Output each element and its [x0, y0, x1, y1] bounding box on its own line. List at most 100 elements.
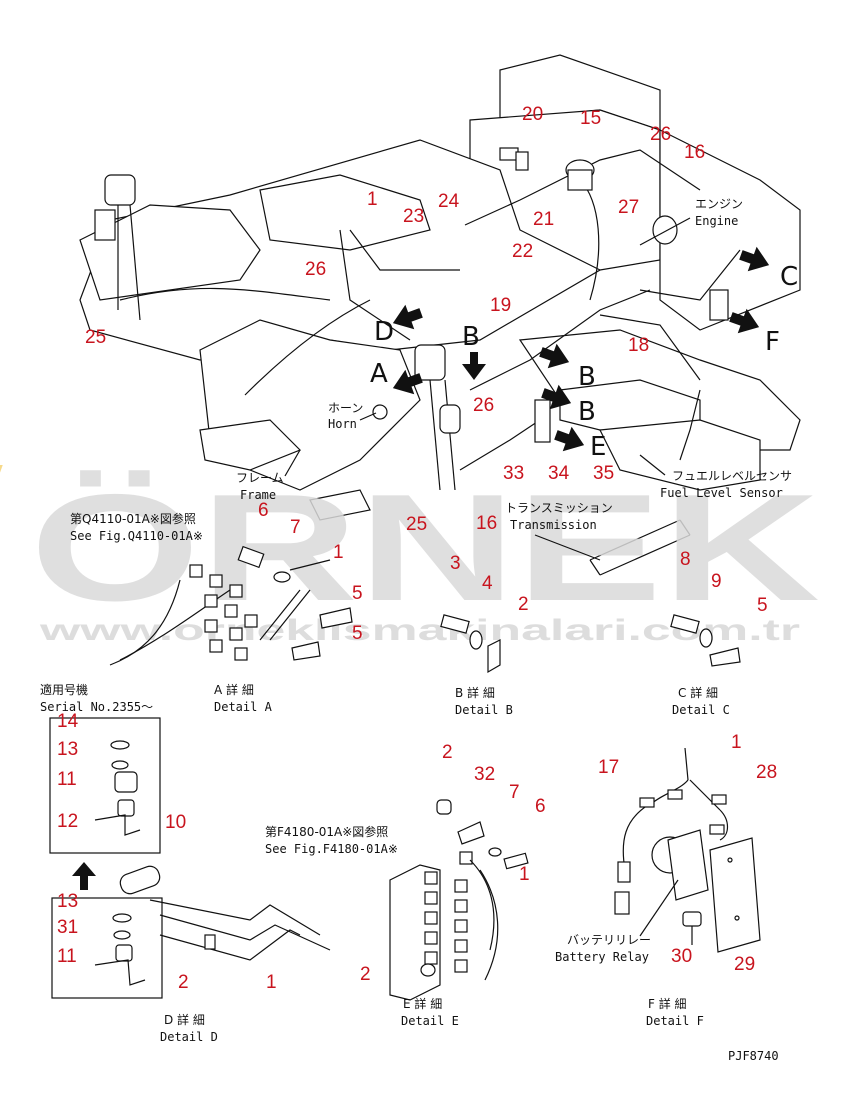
callout-20: 20 — [522, 104, 543, 125]
see-fig-q-label-en: See Fig.Q4110-01A※ — [70, 529, 203, 543]
callout-10: 10 — [165, 812, 186, 833]
callout-28: 28 — [756, 762, 777, 783]
detail-b: B 詳 細 Detail B — [440, 614, 513, 717]
watermark-accent-right — [0, 465, 3, 481]
view-letter-e: E — [590, 432, 606, 462]
detail-e-title-en: Detail E — [401, 1014, 459, 1028]
view-letters: D A B B B E C F — [370, 262, 798, 462]
callout-18: 18 — [628, 335, 649, 356]
detail-c-title-jp: C 詳 細 — [678, 685, 718, 700]
callout-11-top: 11 — [57, 769, 77, 790]
machine-body — [79, 54, 801, 576]
view-letter-b-1: B — [462, 322, 480, 352]
serial-label-en: Serial No.2355～ — [40, 700, 153, 714]
callout-27: 27 — [618, 197, 639, 218]
callout-1-e: 1 — [519, 864, 530, 885]
engine-label-jp: エンジン — [695, 197, 743, 211]
callout-25-left: 25 — [85, 327, 106, 348]
detail-b-title-jp: B 詳 細 — [455, 685, 495, 700]
callout-25-center: 25 — [406, 514, 427, 535]
callout-26-top: 26 — [650, 124, 671, 145]
battery-relay-label-jp: バッテリリレー — [567, 933, 651, 947]
detail-f-title-en: Detail F — [646, 1014, 704, 1028]
callout-21: 21 — [533, 209, 554, 230]
callout-6-a: 6 — [258, 500, 269, 521]
callout-33: 33 — [503, 463, 524, 484]
transmission-label-en: Transmission — [510, 518, 597, 532]
callout-2-b: 2 — [518, 594, 529, 615]
callout-5-a1: 5 — [352, 583, 363, 604]
callout-3: 3 — [450, 553, 461, 574]
frame-label-en: Frame — [240, 488, 276, 502]
callout-12: 12 — [57, 811, 78, 832]
transmission-label-jp: トランスミッション — [505, 501, 613, 515]
view-letter-f: F — [765, 327, 780, 357]
callout-7-a: 7 — [290, 517, 301, 538]
part-callouts: 20 15 26 16 27 21 22 1 23 24 26 19 18 25… — [57, 104, 777, 993]
fuel-sensor-label-jp: フュエルレベルセンサ — [672, 469, 792, 483]
callout-34: 34 — [548, 463, 570, 484]
callout-1-d: 1 — [266, 972, 277, 993]
callout-4: 4 — [482, 573, 493, 594]
see-fig-f-label-jp: 第F4180-01A※図参照 — [265, 824, 388, 839]
callout-5-a2: 5 — [352, 623, 363, 644]
view-letter-b-3: B — [578, 397, 596, 427]
detail-f-title-jp: F 詳 細 — [648, 996, 687, 1011]
callout-24: 24 — [438, 191, 460, 212]
serial-label-jp: 適用号機 — [40, 682, 88, 697]
callout-35: 35 — [593, 463, 614, 484]
callout-30: 30 — [671, 946, 692, 967]
callout-22: 22 — [512, 241, 533, 262]
callout-16-center: 16 — [476, 513, 497, 534]
callout-26-left: 26 — [305, 259, 326, 280]
see-fig-f-label-en: See Fig.F4180-01A※ — [265, 842, 398, 856]
callout-19: 19 — [490, 295, 511, 316]
drawing-code: PJF8740 — [728, 1049, 779, 1063]
view-letter-b-2: B — [578, 362, 596, 392]
callout-7-e: 7 — [509, 782, 520, 803]
fuel-sensor-label-en: Fuel Level Sensor — [660, 486, 783, 500]
view-letter-a: A — [370, 359, 388, 389]
detail-d-title-en: Detail D — [160, 1030, 218, 1044]
detail-c: C 詳 細 Detail C — [670, 614, 741, 717]
detail-d-title-jp: D 詳 細 — [164, 1012, 205, 1027]
detail-a: A 詳 細 Detail A — [109, 545, 353, 714]
callout-9: 9 — [711, 571, 722, 592]
callout-1-main: 1 — [367, 189, 378, 210]
detail-f: バッテリリレー Battery Relay F 詳 細 Detail F — [555, 747, 761, 1028]
detail-e: 第F4180-01A※図参照 See Fig.F4180-01A※ E 詳 細 … — [265, 799, 529, 1028]
callout-32: 32 — [474, 764, 495, 785]
horn-label-jp: ホーン — [328, 401, 363, 415]
callout-29: 29 — [734, 954, 755, 975]
detail-c-title-en: Detail C — [672, 703, 730, 717]
detail-d: 適用号機 Serial No.2355～ D 詳 細 Detail D — [40, 682, 331, 1044]
see-fig-q-label-jp: 第Q4110-01A※図参照 — [70, 511, 196, 526]
callout-1-a: 1 — [333, 542, 344, 563]
detail-a-title-en: Detail A — [214, 700, 273, 714]
view-arrows — [72, 246, 770, 890]
callout-6-e: 6 — [535, 796, 546, 817]
detail-a-title-jp: A 詳 細 — [214, 682, 254, 697]
callout-2-e-bottom: 2 — [360, 964, 371, 985]
callout-2-e-top: 2 — [442, 742, 453, 763]
callout-8: 8 — [680, 549, 691, 570]
detail-e-title-jp: E 詳 細 — [403, 996, 442, 1011]
main-view-labels: エンジン Engine ホーン Horn フレーム Frame フュエルレベルセ… — [70, 197, 792, 1063]
detail-b-title-en: Detail B — [455, 703, 513, 717]
view-letter-c: C — [780, 262, 798, 292]
battery-relay-label-en: Battery Relay — [555, 950, 649, 964]
watermark: ÖRNEK www.orneklismakinalari.com.tr — [0, 463, 820, 647]
callout-15: 15 — [580, 108, 601, 129]
callout-5-c: 5 — [757, 595, 768, 616]
watermark-brand: ÖRNEK — [30, 463, 820, 633]
callout-26-center: 26 — [473, 395, 494, 416]
frame-label-jp: フレーム — [236, 471, 284, 485]
callout-11-bottom: 11 — [57, 946, 77, 967]
callout-1-f: 1 — [731, 732, 742, 753]
callout-13-bottom: 13 — [57, 891, 78, 912]
horn-label-en: Horn — [328, 417, 357, 431]
engine-label-en: Engine — [695, 214, 738, 228]
callout-13-top: 13 — [57, 739, 78, 760]
callout-14: 14 — [57, 711, 79, 732]
